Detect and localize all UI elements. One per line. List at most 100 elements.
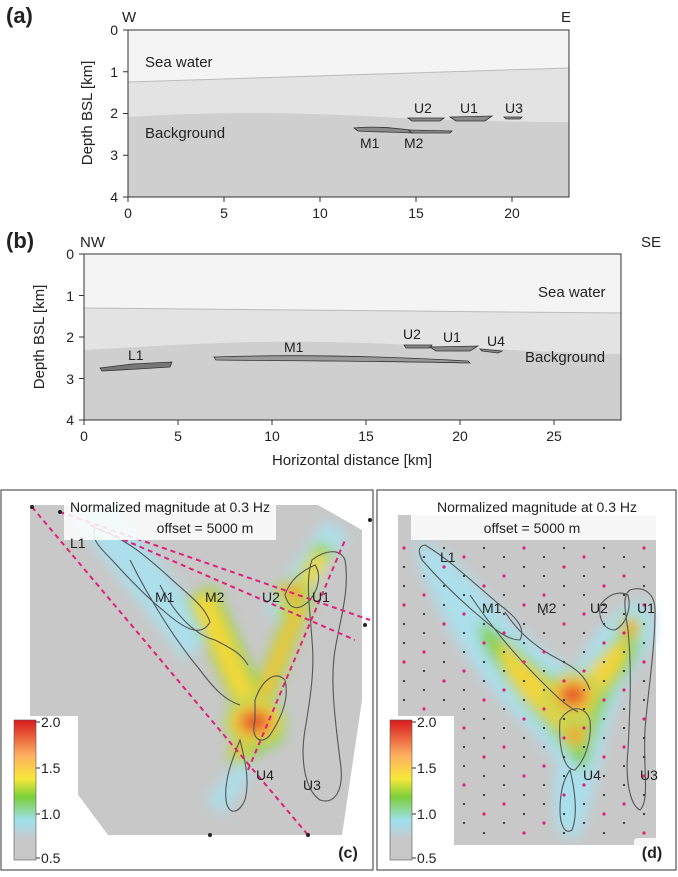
receiver-dot bbox=[462, 821, 466, 825]
receiver-dot bbox=[582, 631, 586, 635]
receiver-dot bbox=[482, 831, 486, 835]
receiver-dot bbox=[542, 688, 546, 692]
receiver-dot bbox=[622, 631, 626, 635]
receiver-dot bbox=[402, 679, 406, 683]
panel-b-label-u4: U4 bbox=[487, 333, 505, 349]
receiver-dot bbox=[502, 574, 506, 578]
panel-d-colorbar-tick: 1.5 bbox=[417, 760, 437, 776]
panel-b-xtick: 20 bbox=[452, 428, 468, 444]
receiver-dot bbox=[502, 726, 506, 730]
receiver-dot bbox=[562, 565, 566, 569]
receiver-dot bbox=[542, 612, 546, 616]
receiver-dot bbox=[482, 641, 486, 645]
receiver-dot bbox=[642, 603, 646, 607]
receiver-dot bbox=[482, 717, 486, 721]
panel-d-label-u2: U2 bbox=[590, 600, 608, 616]
panel-b-label-u2: U2 bbox=[403, 326, 421, 342]
receiver-dot bbox=[602, 603, 606, 607]
receiver-dot bbox=[562, 660, 566, 664]
receiver-dot bbox=[482, 584, 486, 588]
receiver-dot bbox=[642, 831, 646, 835]
receiver-dot bbox=[502, 555, 506, 559]
receiver-dot bbox=[602, 565, 606, 569]
receiver-dot bbox=[622, 650, 626, 654]
receiver-dot bbox=[422, 574, 426, 578]
receiver-dot bbox=[602, 831, 606, 835]
receiver-dot bbox=[402, 584, 406, 588]
receiver-dot bbox=[542, 707, 546, 711]
receiver-dot bbox=[602, 793, 606, 797]
panel-a-xtick: 5 bbox=[220, 205, 228, 221]
receiver-dot bbox=[542, 555, 546, 559]
receiver-dot bbox=[622, 574, 626, 578]
receiver-dot bbox=[402, 698, 406, 702]
receiver-dot bbox=[602, 546, 606, 550]
receiver-dot bbox=[402, 565, 406, 569]
panel-a-xtick: 0 bbox=[124, 205, 132, 221]
panel-a-sea-water-label: Sea water bbox=[145, 54, 213, 71]
receiver-dot bbox=[642, 717, 646, 721]
panel-a-label-u3: U3 bbox=[505, 100, 523, 116]
panel-b: (b) NW SE Sea water Background L1 M1 U2 … bbox=[6, 228, 661, 469]
receiver-dot bbox=[602, 717, 606, 721]
panel-b-xtick: 10 bbox=[264, 428, 280, 444]
receiver-dot bbox=[522, 736, 526, 740]
receiver-dot bbox=[582, 764, 586, 768]
receiver-dot bbox=[582, 707, 586, 711]
receiver-dot bbox=[502, 745, 506, 749]
receiver-dot bbox=[642, 812, 646, 816]
receiver-dot bbox=[462, 593, 466, 597]
receiver-dot bbox=[562, 641, 566, 645]
receiver-dot bbox=[562, 546, 566, 550]
panel-c-label: (c) bbox=[338, 845, 358, 862]
receiver-dot bbox=[622, 764, 626, 768]
panel-c-label-u4: U4 bbox=[256, 767, 274, 783]
panel-b-xtick: 5 bbox=[174, 428, 182, 444]
receiver-dot bbox=[642, 641, 646, 645]
receiver-dot bbox=[502, 669, 506, 673]
panel-b-xlabel: Horizontal distance [km] bbox=[272, 452, 432, 469]
receiver-dot bbox=[462, 726, 466, 730]
panel-b-x-axis: 0 5 10 15 20 25 Horizontal distance [km] bbox=[80, 420, 562, 469]
panel-d-label-u1: U1 bbox=[637, 600, 655, 616]
panel-b-body-u1 bbox=[428, 345, 480, 352]
panel-d-label-bg bbox=[634, 838, 670, 864]
panel-a-ytick: 4 bbox=[110, 189, 118, 205]
receiver-dot bbox=[422, 612, 426, 616]
receiver-dot bbox=[402, 603, 406, 607]
receiver-dot bbox=[602, 641, 606, 645]
receiver-dot bbox=[462, 764, 466, 768]
panel-b-ytick: 1 bbox=[66, 288, 74, 304]
receiver-dot bbox=[502, 821, 506, 825]
receiver-dot bbox=[422, 650, 426, 654]
panel-a-ylabel: Depth BSL [km] bbox=[79, 61, 96, 166]
receiver-dot bbox=[442, 698, 446, 702]
receiver-dot bbox=[642, 736, 646, 740]
panel-d-title-bg bbox=[411, 496, 663, 540]
receiver-dot bbox=[502, 802, 506, 806]
receiver-dot bbox=[622, 802, 626, 806]
panel-a-x-axis: 0 5 10 15 20 bbox=[124, 197, 520, 221]
receiver-dot bbox=[542, 802, 546, 806]
receiver-dot bbox=[602, 812, 606, 816]
panel-d-label: (d) bbox=[642, 845, 662, 862]
panel-b-background-label: Background bbox=[525, 349, 605, 366]
receiver-dot bbox=[642, 660, 646, 664]
receiver-dot bbox=[582, 555, 586, 559]
receiver-dot bbox=[422, 555, 426, 559]
receiver-dot bbox=[502, 612, 506, 616]
receiver-dot bbox=[522, 831, 526, 835]
receiver-dot bbox=[622, 707, 626, 711]
panel-d-body-outlines bbox=[418, 544, 656, 832]
receiver-dot bbox=[422, 631, 426, 635]
panel-c-title: Normalized magnitude at 0.3 Hz bbox=[70, 499, 270, 515]
receiver-dot bbox=[582, 688, 586, 692]
receiver-dot bbox=[562, 812, 566, 816]
panel-a: (a) W E Sea water Background U2 U1 U3 M1… bbox=[6, 3, 571, 221]
receiver-dot bbox=[522, 755, 526, 759]
panel-c-colorbar-tick: 1.0 bbox=[41, 806, 61, 822]
receiver-dot bbox=[522, 584, 526, 588]
panel-c-colorbar bbox=[13, 719, 37, 861]
receiver-dot bbox=[602, 774, 606, 778]
receiver-dot bbox=[622, 669, 626, 673]
